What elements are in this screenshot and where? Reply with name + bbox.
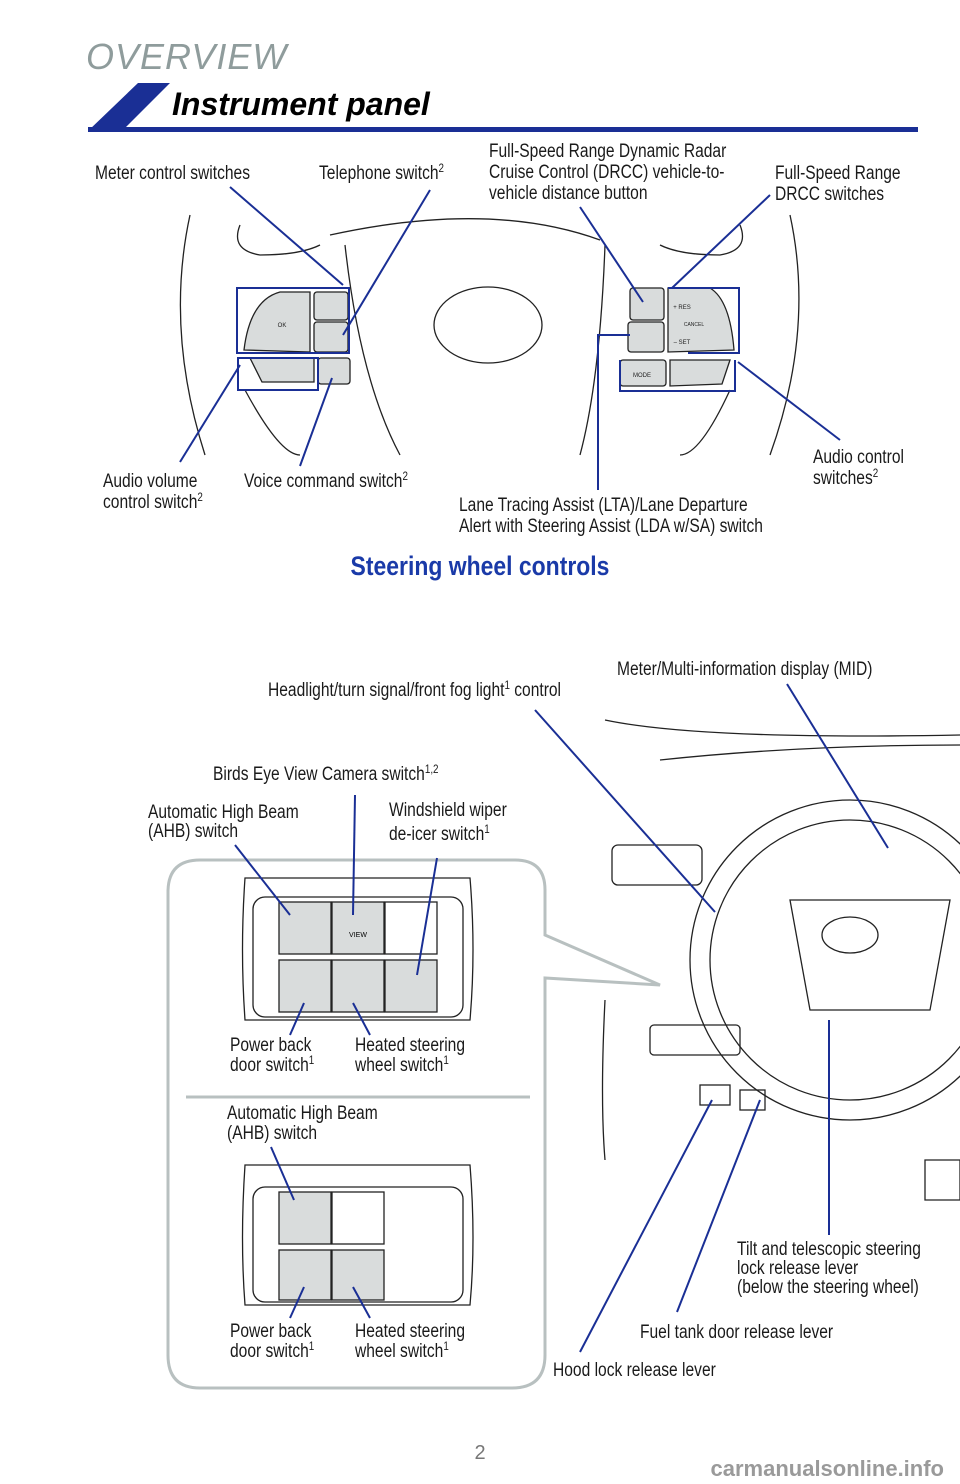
view-button-text: VIEW (349, 932, 367, 939)
section-heading: OVERVIEW (86, 36, 288, 77)
instrument-leader-lines (234, 683, 889, 1353)
label-ahb-switch-2: Automatic High Beam(AHB) switch (227, 1103, 378, 1144)
label-birds-eye-view-switch: Birds Eye View Camera switch1,2 (213, 762, 439, 785)
label-headlight-control: Headlight/turn signal/front fog light1 c… (268, 678, 562, 701)
dashboard-illustration (601, 719, 960, 1201)
label-telephone-switch: Telephone switch2 (319, 161, 445, 184)
steering-leader-lines (179, 186, 841, 490)
left-switch-panel (243, 291, 351, 385)
steering-wheel-controls-caption: Steering wheel controls (350, 551, 610, 581)
switch-panel-upper (241, 877, 474, 1021)
page-title: Instrument panel (172, 86, 430, 122)
right-switch-panel (619, 287, 735, 387)
steering-wheel-illustration (179, 214, 800, 456)
page-number: 2 (474, 1442, 486, 1464)
ok-button-text: OK (278, 323, 287, 329)
label-mid: Meter/Multi-information display (MID) (617, 659, 873, 680)
label-fuel-door-lever: Fuel tank door release lever (640, 1322, 834, 1343)
label-voice-command-switch: Voice command switch2 (244, 469, 408, 492)
label-meter-control-switches: Meter control switches (95, 163, 250, 184)
watermark: carmanualsonline.info (710, 1456, 945, 1481)
mode-button-text: MODE (633, 373, 651, 379)
label-lta-switch: Lane Tracing Assist (LTA)/Lane Departure… (459, 495, 763, 537)
label-ahb-switch: Automatic High Beam(AHB) switch (148, 802, 299, 842)
set-button-text: – SET (674, 340, 691, 346)
inset-callout-box (166, 858, 661, 1390)
label-hood-lock-lever: Hood lock release lever (553, 1360, 716, 1381)
cancel-button-text: CANCEL (684, 322, 705, 328)
res-button-text: + RES (673, 305, 691, 311)
title-band (88, 83, 918, 132)
switch-panel-lower (241, 1164, 474, 1306)
